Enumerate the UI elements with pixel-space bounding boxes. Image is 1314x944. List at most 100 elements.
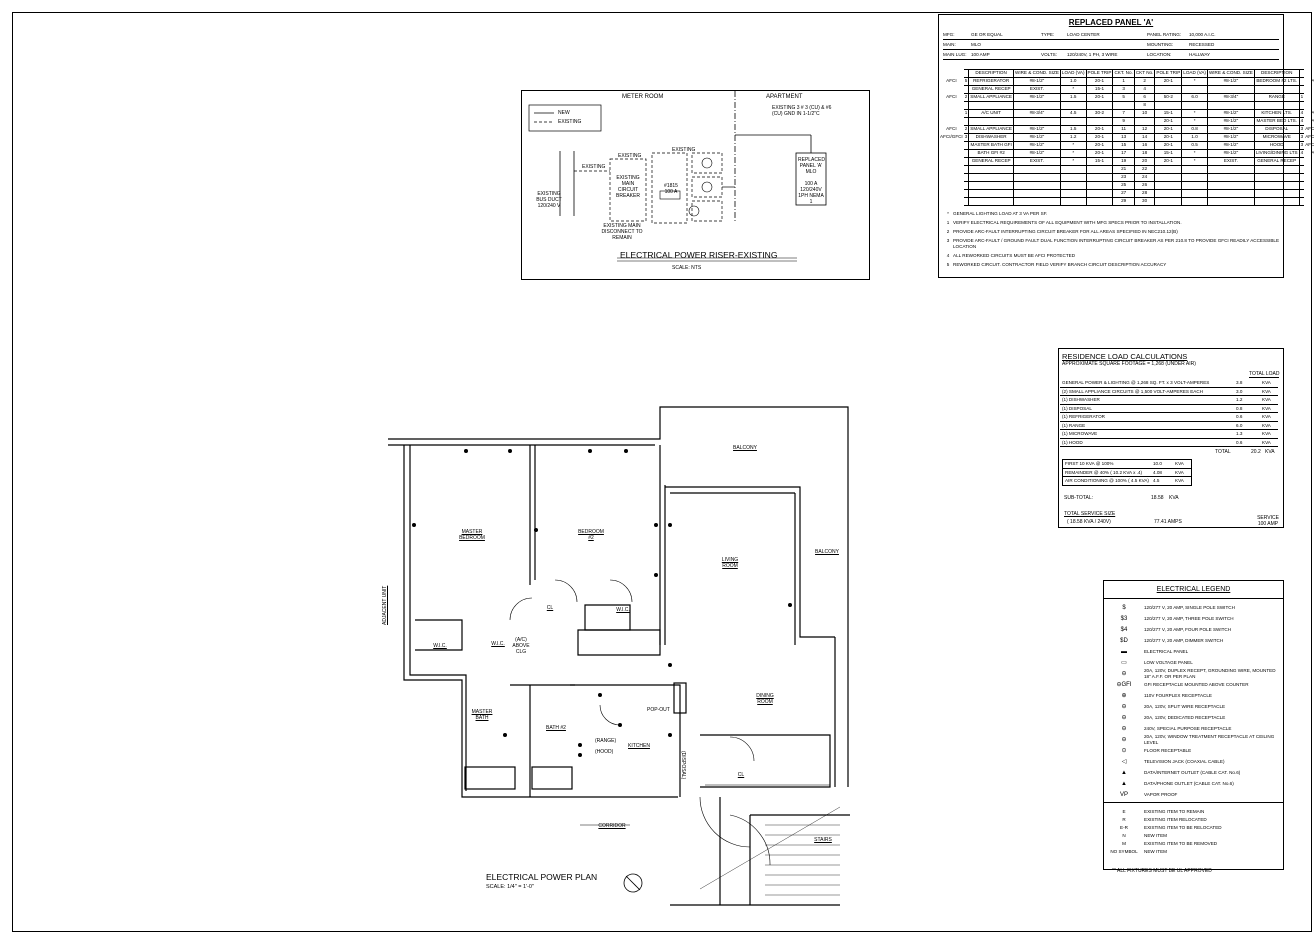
legend-item: ▬ ELECTRICAL PANEL	[1104, 646, 1283, 657]
panel-info-cell: 120/240V, 1 PH, 3 WIRE	[1067, 52, 1118, 57]
panel-cell	[939, 150, 964, 158]
total-unit: KVA	[1265, 449, 1275, 455]
legend-status-description: EXISTING ITEM TO BE RELOCATED	[1144, 824, 1222, 830]
panel-cell	[1304, 94, 1314, 102]
load-description: GENERAL POWER & LIGHTING @ 1,268 SQ. FT.…	[1062, 380, 1210, 385]
panel-cell: *	[1181, 109, 1208, 118]
legend-status-description: EXISTING ITEM TO REMAIN	[1144, 808, 1205, 814]
panel-cell: 6.0	[1181, 93, 1208, 102]
col-load-left: LOAD (VA)	[1059, 69, 1087, 78]
load-description: (1) RANGE	[1062, 422, 1086, 428]
panel-title: REPLACED PANEL 'A'	[1068, 18, 1154, 27]
panel-cell	[1181, 189, 1208, 198]
panel-cell: #8-1/2"	[1206, 133, 1255, 142]
subtotal-value: 18.58	[1151, 495, 1164, 501]
panel-info-cell: TYPE:	[1041, 32, 1055, 37]
panel-cell: 15	[1112, 141, 1135, 150]
col-description-left: DESCRIPTION	[968, 69, 1014, 78]
panel-cell: 26	[1133, 181, 1156, 190]
panel-cell	[939, 158, 964, 166]
panel-cell	[1012, 117, 1061, 126]
panel-info-cell: 100 AMP	[971, 52, 990, 57]
legend-item: ⊙FLOOR RECEPTABLE	[1104, 745, 1283, 756]
panel-cell: #8-1/2"	[1206, 125, 1255, 134]
panel-cell	[1181, 85, 1208, 94]
panel-cell	[1154, 85, 1183, 94]
calc-description: AIR CONDITIONING @ 100% ( 4.5 KVA)	[1065, 478, 1149, 483]
panel-cell	[1112, 101, 1135, 110]
load-value: 0.8	[1236, 405, 1243, 411]
load-row: (2) SMALL APPLIANCE CIRCUITS @ 1,500 VOL…	[1060, 387, 1278, 396]
legend-symbol: ▬	[1121, 648, 1127, 655]
legend-description: 20A, 120V, WINDOW TREATMENT RECEPTACLE A…	[1144, 734, 1275, 745]
panel-cell	[1304, 182, 1314, 190]
service-size-label: TOTAL SERVICE SIZE	[1064, 511, 1116, 517]
legend-description: ELECTRICAL PANEL	[1144, 648, 1189, 654]
legend-item: ⊖20A, 120V, WINDOW TREATMENT RECEPTACLE …	[1104, 734, 1283, 745]
panel-cell	[1059, 181, 1087, 190]
legend-symbol: $D	[1120, 637, 1128, 644]
panel-cell	[968, 181, 1014, 190]
floor-plan-walls	[388, 406, 850, 906]
legend-item: ⊖20A, 120V, DUPLEX RECEPT, GROUNDING WIR…	[1104, 668, 1283, 679]
panel-cell: #8-1/2"	[1206, 141, 1255, 150]
panel-cell: 1	[1112, 77, 1135, 86]
legend-symbol: ▲	[1121, 780, 1127, 787]
panel-cell	[963, 197, 970, 206]
panel-cell: AFCI/GFCI	[1305, 126, 1314, 132]
panel-cell: #8-1/2"	[1012, 125, 1061, 134]
panel-cell: #8-1/2"	[1012, 77, 1061, 86]
panel-cell: 19	[1112, 157, 1135, 166]
floor-plan: MASTER BEDROOM BEDROOM #2 LIVING ROOM DI…	[370, 405, 850, 910]
panel-cell	[968, 173, 1014, 182]
panel-cell	[1059, 165, 1087, 174]
calc-value: 4.5	[1153, 478, 1160, 483]
room-master-bath: MASTER BATH	[471, 709, 493, 721]
panel-cell: 15-1	[1154, 109, 1183, 118]
panel-note-number: 5	[946, 262, 950, 267]
panel-cell: 24	[1133, 173, 1156, 182]
panel-cell	[968, 117, 1014, 126]
panel-info-cell	[1067, 40, 1147, 49]
legend-symbol: ▭	[1121, 660, 1127, 666]
legend-description: VAPOR PROOF	[1144, 791, 1178, 797]
panel-cell	[1085, 173, 1114, 182]
panel-cell	[939, 86, 964, 94]
panel-cell	[939, 174, 964, 182]
legend-item: $120/277 V, 20 AMP, SINGLE POLE SWITCH	[1104, 602, 1283, 613]
panel-cell: 0.8	[1181, 125, 1208, 134]
hood-label: (HOOD)	[595, 749, 614, 755]
subtotal-unit: KVA	[1169, 495, 1179, 501]
load-calc-subtitle: APPROXIMATE SQUARE FOOTAGE = 1,268 (UNDE…	[1062, 361, 1196, 367]
legend-description: DATA/INTERNET OUTLET (CABLE CAT. No.6)	[1144, 769, 1241, 775]
legend-symbol: $3	[1120, 615, 1128, 622]
panel-cell	[1181, 101, 1208, 110]
panel-cell: 17	[1112, 149, 1135, 158]
legend-symbol: ⊖	[1121, 715, 1127, 721]
panel-note-number: 3	[946, 238, 950, 243]
panel-cell: 20-1	[1085, 125, 1114, 134]
panel-cell	[939, 182, 964, 190]
load-calc-title: RESIDENCE LOAD CALCULATIONS	[1062, 352, 1188, 361]
legend-item: ⊕110V FOURPLEX RECEPTACLE	[1104, 690, 1283, 701]
panel-cell	[1253, 165, 1300, 174]
legend-item: ▲DATA/INTERNET OUTLET (CABLE CAT. No.6)	[1104, 767, 1283, 778]
panel-cell	[1059, 101, 1087, 110]
panel-header-row: DESCRIPTION WIRE & COND. SIZE LOAD (VA) …	[939, 69, 1314, 78]
panel-cell	[1304, 174, 1314, 182]
panel-cell: 50-2	[1154, 93, 1183, 102]
legend-item: ⊖20A, 120V, SPLIT WIRE RECEPTACLE	[1104, 701, 1283, 712]
legend-description: 240V, SPECIAL PURPOSE RECEPTACLE	[1144, 725, 1232, 731]
